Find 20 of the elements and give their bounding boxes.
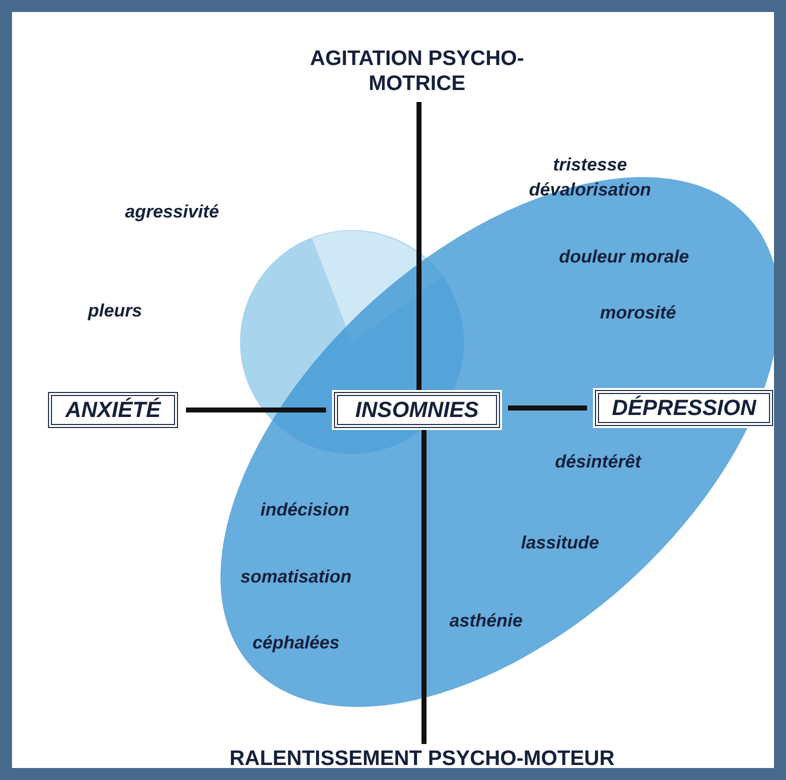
symptom-label: somatisation <box>240 566 352 588</box>
symptom-label: morosité <box>600 302 676 324</box>
symptom-label: céphalées <box>252 632 340 654</box>
symptom-label: tristesse <box>552 154 628 176</box>
label-box: ANXIÉTÉ <box>48 392 178 428</box>
connector-line <box>508 406 587 410</box>
symptom-label: douleur morale <box>558 246 690 268</box>
symptom-label: lassitude <box>520 532 600 554</box>
connector-line <box>422 430 426 744</box>
label-box: DÉPRESSION <box>595 390 773 426</box>
connector-line <box>416 102 422 390</box>
symptom-label: asthénie <box>449 610 523 632</box>
connector-line <box>186 408 326 412</box>
symptom-label: pleurs <box>88 300 142 322</box>
symptom-label: indécision <box>260 500 350 520</box>
symptom-label: agressivité <box>124 202 220 222</box>
symptom-label: désintérêt <box>554 452 642 472</box>
axis-label: AGITATION PSYCHO-MOTRICE <box>302 46 532 100</box>
label-box: INSOMNIES <box>334 392 500 428</box>
axis-label: RALENTISSEMENT PSYCHO-MOTEUR <box>162 746 682 768</box>
